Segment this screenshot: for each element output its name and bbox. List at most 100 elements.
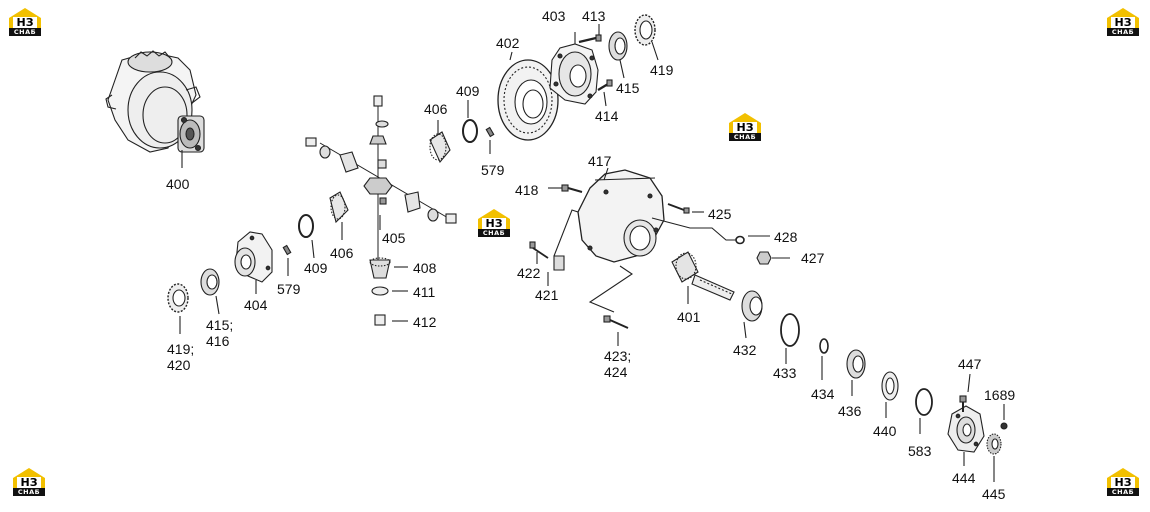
label-579-top: 579 <box>481 162 505 178</box>
label-421: 421 <box>535 287 559 303</box>
label-408: 408 <box>413 260 437 276</box>
part-402-ring-gear <box>497 51 559 141</box>
label-412: 412 <box>413 314 437 330</box>
part-579-pin-low <box>282 244 292 276</box>
house-logo-icon <box>1107 468 1139 496</box>
logo-caption: СНАБ <box>482 229 506 237</box>
label-419-top: 419 <box>650 62 674 78</box>
part-579-pin-top <box>485 126 495 154</box>
label-404: 404 <box>244 297 268 313</box>
label-436: 436 <box>838 403 862 419</box>
part-432-bearing <box>741 290 763 339</box>
logo-caption: СНАБ <box>13 28 37 36</box>
label-400: 400 <box>166 176 190 192</box>
house-logo-icon <box>478 209 510 237</box>
part-400-axle-assembly <box>105 50 205 168</box>
part-427-plug <box>756 251 790 265</box>
part-434-ring <box>819 338 829 380</box>
part-433-washer <box>780 313 800 364</box>
label-1689: 1689 <box>984 387 1016 403</box>
part-406-bevel-gear-top <box>429 120 451 164</box>
part-421-bracket <box>547 209 579 286</box>
label-415-416-b: 416 <box>206 333 230 349</box>
house-logo-icon <box>9 8 41 36</box>
logo-caption: СНАБ <box>733 133 757 141</box>
part-423-bolt <box>588 265 633 346</box>
part-414-bolt <box>597 79 613 107</box>
part-417-carrier-housing <box>577 167 665 263</box>
part-436-bearing <box>846 349 866 396</box>
label-419-420-b: 420 <box>167 357 191 373</box>
label-447: 447 <box>958 356 982 372</box>
logo-mark: НЗ <box>485 217 503 230</box>
label-423-424-b: 424 <box>604 364 628 380</box>
part-412-block <box>374 314 408 326</box>
label-401: 401 <box>677 309 701 325</box>
label-406-top: 406 <box>424 101 448 117</box>
logo-mark: НЗ <box>1114 16 1132 29</box>
label-402: 402 <box>496 35 520 51</box>
house-logo-icon <box>13 468 45 496</box>
part-444-flange <box>947 405 985 466</box>
part-415-bearing-top <box>608 31 628 79</box>
label-411: 411 <box>413 284 436 300</box>
label-427: 427 <box>801 250 825 266</box>
part-401-pinion <box>671 251 735 304</box>
part-415-bearing-low <box>200 268 220 315</box>
part-419-seal-low <box>167 283 189 334</box>
part-428-oring <box>651 217 770 245</box>
label-409-top: 409 <box>456 83 480 99</box>
part-425-bolt <box>667 203 704 214</box>
label-583: 583 <box>908 443 932 459</box>
part-409-washer-top <box>462 100 478 143</box>
label-406-low: 406 <box>330 245 354 261</box>
part-411-washer <box>371 286 408 296</box>
label-433: 433 <box>773 365 797 381</box>
part-1689-bolt <box>1000 404 1008 430</box>
label-403: 403 <box>542 8 566 24</box>
logo-mark: НЗ <box>736 121 754 134</box>
logo-middle-right: НЗ СНАБ <box>728 112 762 142</box>
label-579-low: 579 <box>277 281 301 297</box>
label-417: 417 <box>588 153 612 169</box>
logo-caption: СНАБ <box>1111 28 1135 36</box>
label-432: 432 <box>733 342 757 358</box>
part-445-nut <box>986 433 1002 482</box>
label-419-420-a: 419; <box>167 341 195 357</box>
label-425: 425 <box>708 206 732 222</box>
part-583-shim <box>915 388 933 434</box>
label-423-424-a: 423; <box>604 348 632 364</box>
label-414: 414 <box>595 108 619 124</box>
part-422-bolt <box>529 241 549 264</box>
part-419-seal-top <box>634 14 659 61</box>
logo-bottom-left: НЗ СНАБ <box>12 467 46 497</box>
logo-caption: СНАБ <box>17 488 41 496</box>
house-logo-icon <box>1107 8 1139 36</box>
label-428: 428 <box>774 229 798 245</box>
part-408-bevel-gear <box>369 257 408 279</box>
logo-mark: НЗ <box>16 16 34 29</box>
label-405: 405 <box>382 230 406 246</box>
logo-top-left: НЗ СНАБ <box>8 7 42 37</box>
label-422: 422 <box>517 265 541 281</box>
label-434: 434 <box>811 386 835 402</box>
part-418-bolt <box>548 184 583 193</box>
part-405-spider <box>305 95 457 260</box>
house-logo-icon <box>729 113 761 141</box>
part-440-washer <box>881 371 899 418</box>
logo-mark: НЗ <box>20 476 38 489</box>
part-413-bolt <box>578 24 602 44</box>
part-404-diff-housing <box>234 231 273 294</box>
part-403-diff-housing <box>549 32 599 105</box>
label-445: 445 <box>982 486 1006 502</box>
logo-middle-left: НЗ СНАБ <box>477 208 511 238</box>
label-415-416-a: 415; <box>206 317 234 333</box>
label-415-top: 415 <box>616 80 640 96</box>
part-406-bevel-gear-low <box>329 191 349 240</box>
label-444: 444 <box>952 470 976 486</box>
label-418: 418 <box>515 182 539 198</box>
logo-caption: СНАБ <box>1111 488 1135 496</box>
logo-mark: НЗ <box>1114 476 1132 489</box>
